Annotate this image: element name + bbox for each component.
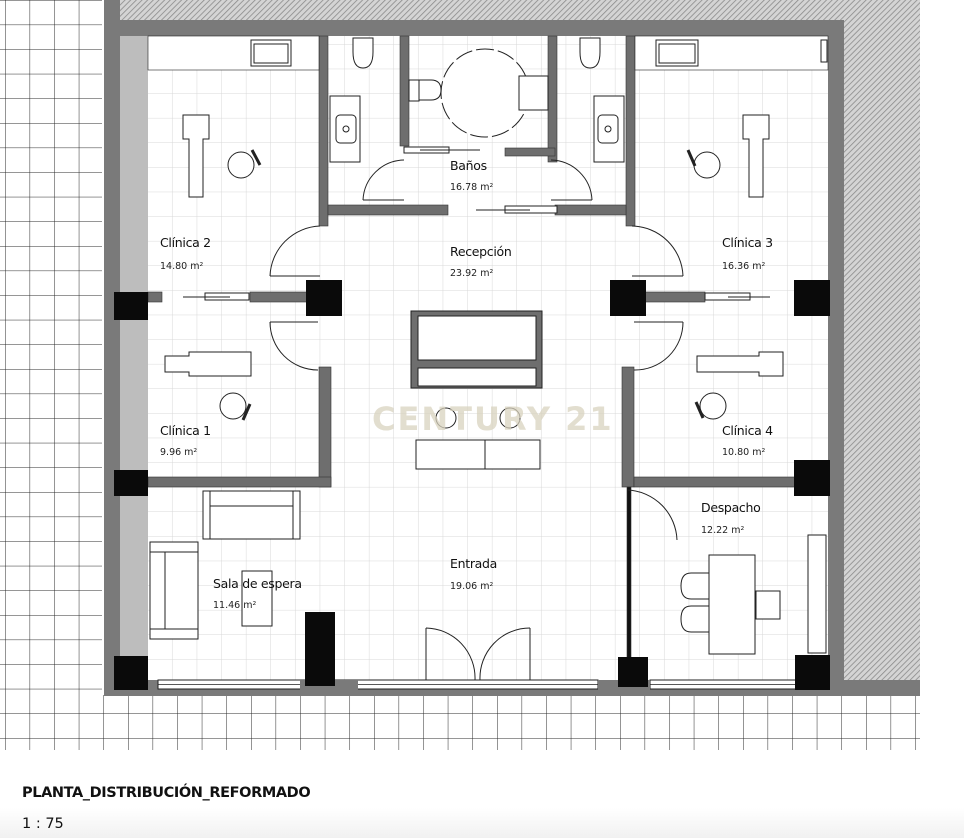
exterior-grid [0,0,920,750]
watermark-logo: CENTURY 21 [372,400,614,438]
room-name: Despacho [701,500,761,515]
room-name: Recepción [450,244,512,259]
room-name: Entrada [450,556,498,571]
room-name: Clínica 3 [722,235,773,250]
office-furniture [680,534,827,655]
waiting-room-furniture [149,490,301,640]
room-area: 9.96 m² [160,447,198,458]
room-area: 23.92 m² [450,268,494,279]
structural-pillars [114,280,830,690]
plan-scale: 1 : 75 [22,816,64,832]
room-name: Baños [450,158,487,173]
doors [183,146,770,681]
room-name: Clínica 2 [160,235,211,250]
room-area: 12.22 m² [701,525,745,536]
bathroom-fixtures [250,37,828,163]
room-area: 14.80 m² [160,261,204,272]
dental-chairs [164,114,784,421]
room-area: 10.80 m² [722,447,766,458]
room-area: 19.06 m² [450,581,494,592]
footer-band [0,808,964,838]
hatched-neighbour-area [120,0,920,680]
room-area: 16.78 m² [450,182,494,193]
plan-title: PLANTA_DISTRIBUCIÓN_REFORMADO [22,785,311,801]
room-area: 16.36 m² [722,261,766,272]
room-name: Sala de espera [213,576,302,591]
reception-furniture [410,310,543,470]
room-area: 11.46 m² [213,600,257,611]
room-name: Clínica 4 [722,423,773,438]
room-name: Clínica 1 [160,423,211,438]
